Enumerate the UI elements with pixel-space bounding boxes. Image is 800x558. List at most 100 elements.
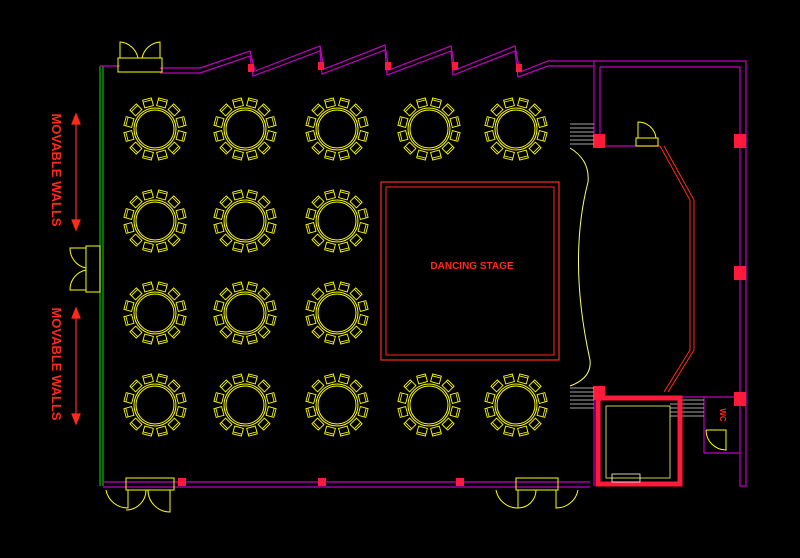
chair [484, 392, 496, 404]
chair [213, 314, 225, 326]
table-top [317, 293, 357, 333]
chair [305, 130, 317, 142]
chair [503, 97, 515, 109]
chair [397, 130, 409, 142]
chair [123, 208, 135, 220]
service-door [611, 473, 641, 483]
chair [397, 406, 409, 418]
chair [142, 97, 154, 109]
chair [219, 233, 233, 247]
chair [441, 417, 455, 431]
chair [490, 141, 504, 155]
chair [219, 287, 233, 301]
chair [167, 195, 181, 209]
chair [246, 149, 258, 161]
arrow-down-icon [71, 413, 81, 426]
chair [349, 141, 363, 155]
chair [129, 417, 143, 431]
chair [213, 130, 225, 142]
chair [449, 406, 461, 418]
table-top [317, 109, 357, 149]
chair [528, 417, 542, 431]
chair [257, 141, 271, 155]
chair [449, 130, 461, 142]
table-top [494, 107, 538, 151]
chair [357, 406, 369, 418]
chair [484, 130, 496, 142]
column [734, 266, 746, 280]
chair [528, 379, 542, 393]
chair [441, 141, 455, 155]
chair [246, 373, 258, 385]
chair [403, 141, 417, 155]
column [178, 478, 186, 486]
chair [167, 141, 181, 155]
chair [232, 281, 244, 293]
chair [536, 116, 548, 128]
chair [142, 425, 154, 437]
chair [213, 116, 225, 128]
chair [305, 314, 317, 326]
round-table [305, 97, 369, 161]
chair [123, 406, 135, 418]
arrow-down-icon [71, 219, 81, 232]
chair [517, 373, 529, 385]
chair [213, 406, 225, 418]
chair [156, 97, 168, 109]
round-table [213, 281, 277, 345]
chair [265, 130, 277, 142]
chair [175, 208, 187, 220]
column [516, 64, 522, 72]
chair [338, 373, 350, 385]
chair [213, 208, 225, 220]
stairs [570, 123, 704, 417]
sawtooth-wall-inner [199, 49, 594, 78]
chair [403, 417, 417, 431]
chair [219, 141, 233, 155]
chair [490, 103, 504, 117]
chair [357, 314, 369, 326]
chair [123, 314, 135, 326]
chair [219, 325, 233, 339]
chair [311, 379, 325, 393]
chair [490, 417, 504, 431]
chair [129, 103, 143, 117]
chair [305, 208, 317, 220]
chair [232, 189, 244, 201]
chair [213, 222, 225, 234]
chair [338, 241, 350, 253]
round-table [123, 97, 187, 161]
round-table [305, 281, 369, 345]
chair [246, 281, 258, 293]
chair [175, 300, 187, 312]
chair [175, 116, 187, 128]
table-top [315, 107, 359, 151]
round-table [123, 281, 187, 345]
chair [265, 314, 277, 326]
column [452, 62, 458, 70]
round-table [123, 373, 187, 437]
chair [338, 333, 350, 345]
chair [142, 281, 154, 293]
chair [441, 379, 455, 393]
chair [232, 425, 244, 437]
chair [167, 379, 181, 393]
stage-front-curve [569, 147, 591, 387]
chair [123, 300, 135, 312]
round-table [305, 189, 369, 253]
table-top [135, 109, 175, 149]
chair [311, 233, 325, 247]
dancing-stage-inner [385, 186, 555, 356]
chair [265, 392, 277, 404]
chair [142, 189, 154, 201]
movable-walls-label-top: MOVABLE WALLS [49, 113, 64, 226]
round-table [213, 189, 277, 253]
chair [123, 392, 135, 404]
chair [123, 130, 135, 142]
chair [338, 189, 350, 201]
service-room-inner [605, 405, 671, 479]
door-backstage [635, 121, 659, 147]
chair [305, 406, 317, 418]
chair [156, 281, 168, 293]
chair [324, 189, 336, 201]
